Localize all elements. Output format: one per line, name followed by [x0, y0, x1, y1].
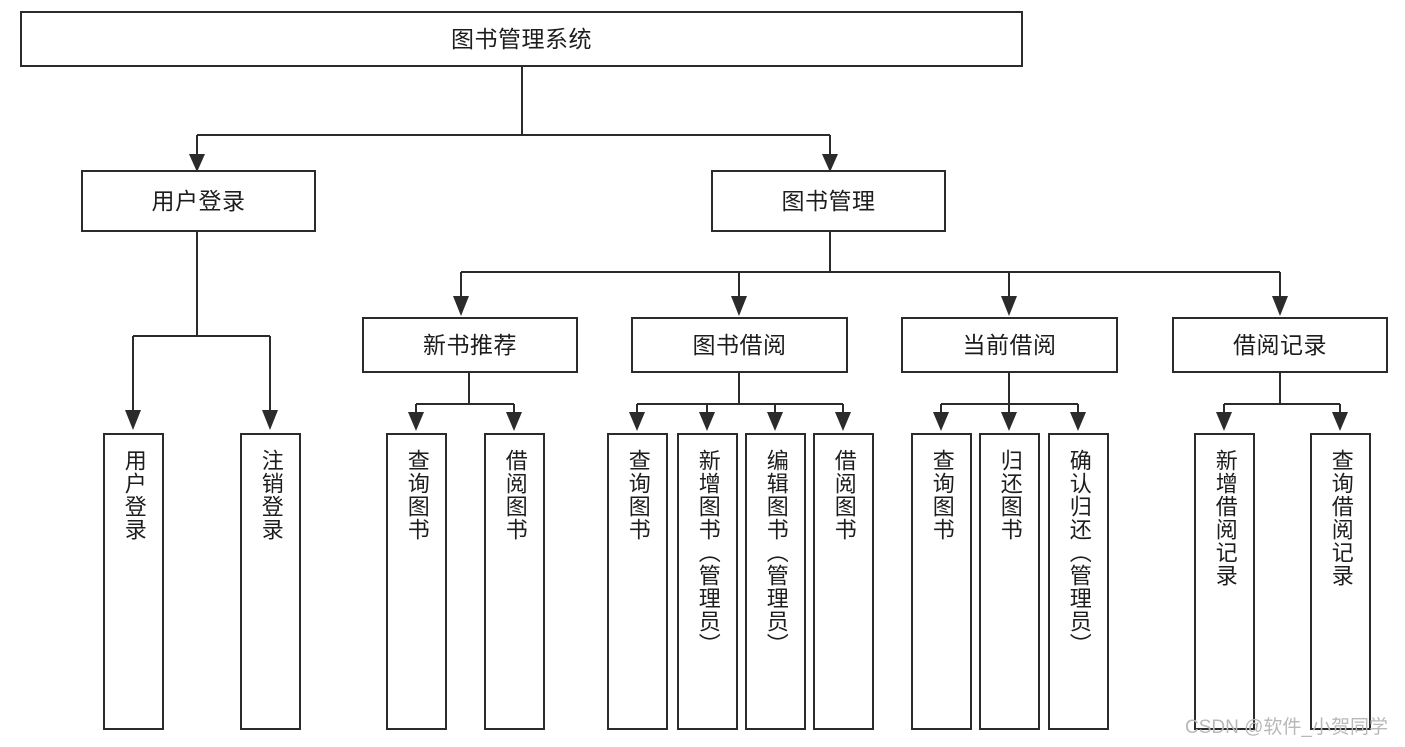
node-label: 图书管理	[781, 187, 876, 214]
node-new-book-recommend[interactable]: 新书推荐	[362, 317, 578, 373]
node-root-system[interactable]: 图书管理系统	[20, 11, 1023, 67]
leaf-edit-book-admin[interactable]: 编辑图书（管理员）	[745, 433, 806, 730]
leaf-query-borrow-record[interactable]: 查询借阅记录	[1310, 433, 1371, 730]
leaf-add-book-admin[interactable]: 新增图书（管理员）	[677, 433, 738, 730]
leaf-user-login[interactable]: 用户登录	[103, 433, 164, 730]
node-label: 查询图书	[929, 449, 955, 541]
node-label: 新增图书（管理员）	[695, 449, 721, 656]
node-label: 图书借阅	[692, 331, 787, 358]
node-label: 图书管理系统	[451, 25, 592, 52]
node-borrow-record[interactable]: 借阅记录	[1172, 317, 1388, 373]
node-label: 注销登录	[258, 449, 284, 541]
leaf-query-book-current[interactable]: 查询图书	[911, 433, 972, 730]
node-label: 用户登录	[121, 449, 147, 541]
node-label: 用户登录	[151, 187, 246, 214]
leaf-add-borrow-record[interactable]: 新增借阅记录	[1194, 433, 1255, 730]
leaf-confirm-return-admin[interactable]: 确认归还（管理员）	[1048, 433, 1109, 730]
node-label: 编辑图书（管理员）	[763, 449, 789, 656]
node-user-login[interactable]: 用户登录	[81, 170, 316, 232]
leaf-logout[interactable]: 注销登录	[240, 433, 301, 730]
node-book-borrow[interactable]: 图书借阅	[631, 317, 848, 373]
leaf-return-book[interactable]: 归还图书	[979, 433, 1040, 730]
node-label: 借阅图书	[502, 449, 528, 541]
node-current-borrow[interactable]: 当前借阅	[901, 317, 1118, 373]
node-label: 新书推荐	[423, 331, 517, 358]
leaf-borrow-book-new[interactable]: 借阅图书	[484, 433, 545, 730]
node-book-management[interactable]: 图书管理	[711, 170, 946, 232]
leaf-query-book-borrow[interactable]: 查询图书	[607, 433, 668, 730]
leaf-borrow-book[interactable]: 借阅图书	[813, 433, 874, 730]
leaf-query-book-new[interactable]: 查询图书	[386, 433, 447, 730]
node-label: 确认归还（管理员）	[1066, 449, 1092, 656]
node-label: 借阅记录	[1233, 331, 1327, 358]
node-label: 查询图书	[625, 449, 651, 541]
node-label: 当前借阅	[962, 331, 1057, 358]
node-label: 借阅图书	[831, 449, 857, 541]
node-label: 归还图书	[997, 449, 1023, 541]
node-label: 新增借阅记录	[1212, 449, 1238, 587]
node-label: 查询借阅记录	[1328, 449, 1354, 587]
node-label: 查询图书	[404, 449, 430, 541]
